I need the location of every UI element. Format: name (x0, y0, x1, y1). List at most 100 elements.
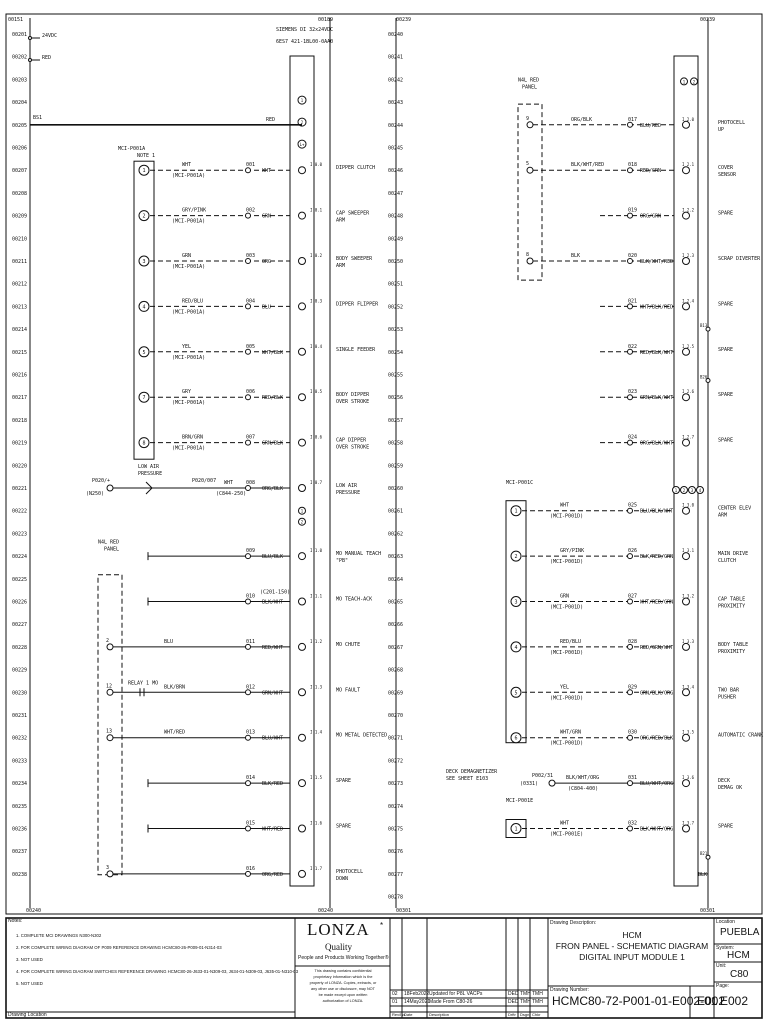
input-address: I 2.3 (682, 253, 695, 258)
module-input (682, 302, 690, 311)
terminal (245, 553, 251, 560)
pin-number: 3 (514, 600, 517, 606)
input-description: BODY SWEEPER (336, 256, 373, 262)
revision-cell-rev: 02 (392, 991, 398, 997)
rung-number: 00234 (12, 781, 27, 787)
rung-number: 00229 (12, 668, 27, 674)
input-description: BODY TABLE (718, 642, 748, 648)
deck-wire-color: BLK/WHT/ORG (566, 775, 599, 781)
input-description: SPARE (718, 438, 733, 444)
module-input (298, 824, 306, 833)
confidential-line: proprietary information which is the (313, 975, 373, 979)
description-line: DIGITAL INPUT MODULE 1 (579, 952, 685, 962)
input-description: DIPPER CLUTCH (336, 165, 375, 171)
terminal (627, 553, 633, 560)
pin-number: 12 (106, 683, 112, 689)
terminal (627, 689, 633, 696)
pin-number: 13 (106, 729, 112, 735)
panel-terminal (526, 121, 534, 129)
wire-color-label: RED/BLU (560, 639, 581, 645)
wire-number: 006 (246, 389, 255, 395)
bus-label: BS1 (33, 115, 42, 121)
panel-terminal (106, 688, 114, 696)
terminal-wire-color: BLK/RED/GRN (640, 554, 673, 560)
supply-voltage: 24VDC (42, 33, 57, 39)
wire-number: 010 (246, 594, 255, 600)
cross-ref: (C201-150) (260, 590, 290, 596)
input-address: I 1.6 (310, 821, 323, 826)
supply-wire-color: RED (42, 55, 51, 61)
rung-number: 00201 (12, 32, 27, 38)
input-address: I 2.7 (682, 435, 695, 440)
revision-cell-date: 18Feb2022 (404, 991, 430, 997)
terminal-wire-color: BLU/WHT (262, 736, 283, 742)
module-terminal-label: L+ (300, 142, 305, 147)
input-address: I 1.3 (310, 684, 323, 689)
input-address: I 1.0 (310, 548, 323, 553)
note-item: 5. NOT USED (16, 981, 43, 986)
connector-pin (138, 437, 150, 449)
wire-color-label: WHT (182, 162, 191, 168)
input-address: I 2.5 (682, 344, 695, 349)
revision-header: Description (429, 1012, 450, 1017)
wire-number: 021 (628, 298, 637, 304)
input-description: DEMAG OK (718, 785, 742, 791)
rung-number: 00222 (12, 509, 27, 515)
drawing-location-label: Drawing Location (8, 1012, 47, 1018)
pin-number: 8 (526, 252, 529, 258)
rung-number: 00238 (12, 872, 27, 878)
pin-number: 1 (514, 509, 517, 515)
module-terminal (688, 486, 696, 494)
input-description: PROXIMITY (718, 604, 745, 610)
bottom-ref: 00240 (318, 908, 333, 914)
terminal-wire-color: ORG/RED/BLK (640, 736, 673, 742)
terminal (245, 825, 251, 832)
cable-label: (MCI-P001D) (550, 559, 583, 565)
revision-header: Drftr (508, 1012, 516, 1017)
terminal (627, 780, 633, 787)
pin-number: 1 (514, 827, 517, 833)
rung-number: 00237 (12, 849, 27, 855)
input-description: SENSOR (718, 172, 737, 178)
rung-number: 00202 (12, 55, 27, 61)
input-description: OVER STROKE (336, 399, 369, 405)
module-input (298, 257, 306, 265)
supply-node (28, 58, 32, 62)
input-address: I 1.4 (310, 730, 323, 735)
bottom-ref: 00301 (396, 908, 411, 914)
input-address: I 0.6 (310, 435, 323, 440)
input-address: I 2.4 (682, 298, 695, 303)
bottom-ref: 00240 (26, 908, 41, 914)
pin-number: 5 (526, 161, 529, 167)
terminal-wire-color: GRN/BLK/ORG (640, 690, 673, 696)
terminal-wire-color: WHT (262, 168, 271, 174)
pressure-source: P020/+ (92, 478, 110, 484)
cable-label: (MCI-P001E) (550, 832, 583, 838)
page-value: E002 (720, 994, 749, 1008)
registered-mark: * (380, 921, 384, 930)
terminal-wire-color: RED/WHT (262, 645, 283, 651)
wire-number: 032 (628, 821, 637, 827)
drawing-border (5, 13, 763, 915)
terminal (627, 394, 633, 401)
terminal-wire-color: BLU/RED (640, 123, 661, 129)
terminal-wire-color: GRN/BLK/WHT (640, 395, 673, 401)
module-terminal (690, 77, 698, 86)
connector-label: MCI-P001E (506, 798, 533, 804)
module-terminal-label: 1 (675, 488, 678, 493)
input-address: I 1.2 (310, 639, 323, 644)
input-description: SPARE (718, 347, 733, 353)
wire-color-label: BLK/BRN (164, 684, 185, 690)
wire-color-label: WHT/RED (164, 730, 185, 736)
terminal-wire-color: BLU/WHT/ORG (640, 781, 673, 787)
connector-pin (510, 596, 522, 607)
input-description: CAP TABLE (718, 597, 745, 603)
deck-label: DECK DEMAGNETIZER (446, 769, 498, 775)
supply-node (28, 36, 32, 40)
module-terminal (696, 486, 704, 494)
terminal (627, 167, 633, 174)
input-address: I 3.1 (682, 548, 695, 553)
column-ref: 00189 (318, 17, 333, 23)
